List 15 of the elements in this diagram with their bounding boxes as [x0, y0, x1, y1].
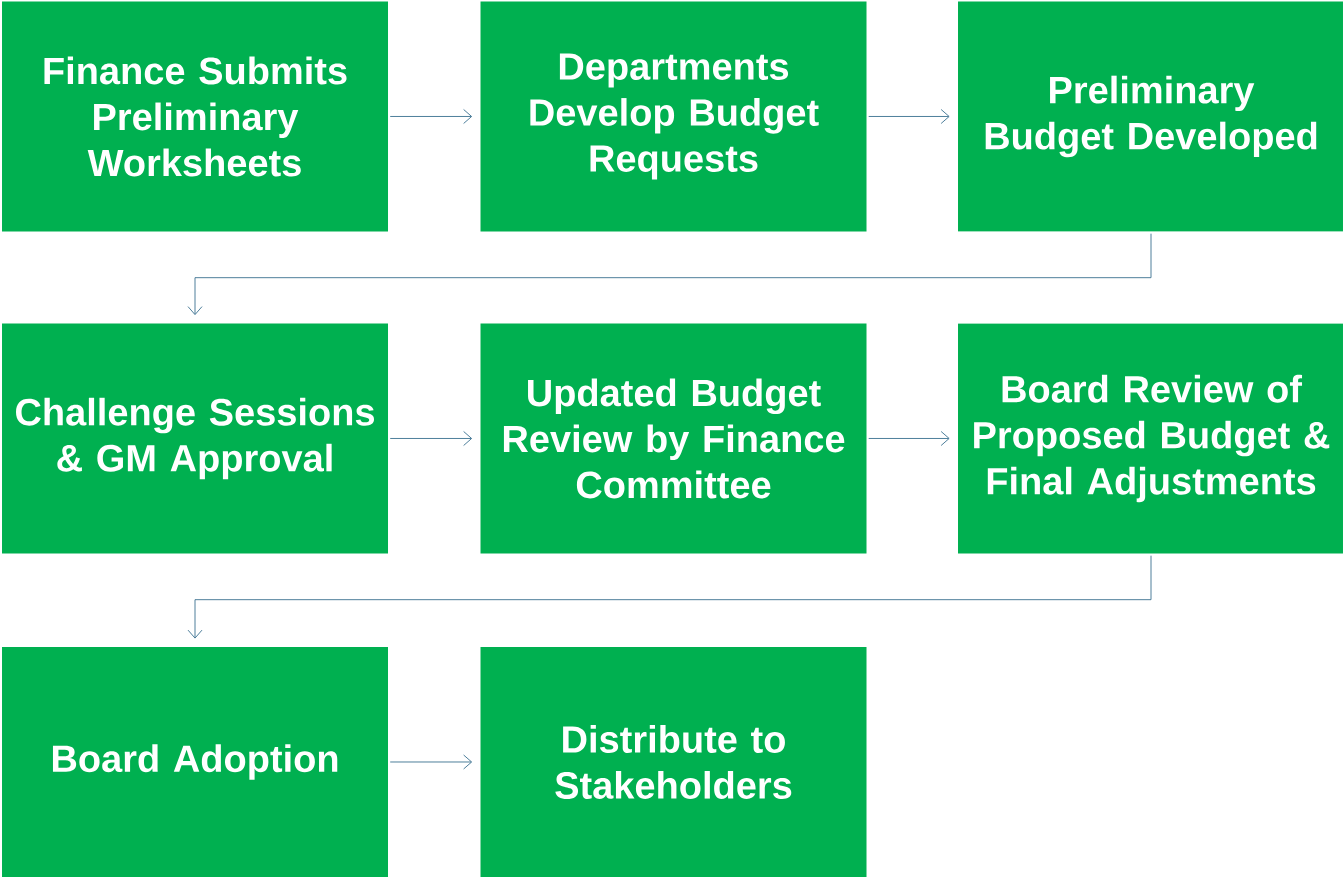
process-box: Board Review of Proposed Budget & Final Adjustments	[958, 323, 1343, 554]
arrow	[389, 109, 473, 124]
process-box: Departments Develop Budget Requests	[480, 1, 867, 232]
process-box: Updated Budget Review by Finance Committee	[480, 323, 867, 554]
arrow	[389, 431, 473, 446]
arrow	[187, 555, 1152, 639]
arrow	[868, 431, 950, 446]
arrow	[187, 233, 1152, 316]
process-box: Finance Submits Preliminary Worksheets	[2, 1, 388, 232]
process-box: Challenge Sessions & GM Approval	[2, 323, 388, 554]
arrow	[868, 109, 950, 124]
process-box: Distribute to Stakeholders	[480, 647, 867, 877]
process-box: Preliminary Budget Developed	[958, 1, 1343, 232]
arrow	[389, 754, 473, 770]
process-box: Board Adoption	[2, 647, 388, 877]
